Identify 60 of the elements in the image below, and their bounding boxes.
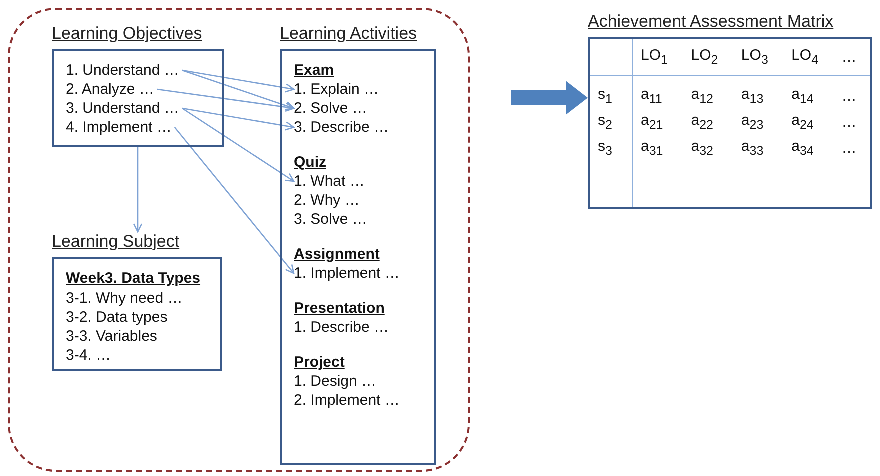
matrix-cell-text: a$_{32}$	[690, 137, 714, 160]
list-item: 2. Analyze …	[66, 80, 154, 99]
box-heading: Learning Objectives	[52, 24, 202, 44]
matrix-cell-text: …	[840, 138, 858, 158]
arrow	[174, 127, 295, 274]
section-heading: Project	[294, 353, 345, 372]
matrix-cell: …	[834, 39, 870, 76]
matrix-cell-text: …	[840, 112, 858, 132]
section-heading: Exam	[294, 61, 334, 80]
list-item: 2. Why …	[294, 191, 360, 210]
dashed-group-outline	[8, 8, 470, 472]
list-item: 1. Design …	[294, 372, 377, 391]
list-item: 3-1. Why need …	[66, 290, 183, 307]
arrow	[157, 88, 295, 112]
list-item: 3-2. Data types	[66, 309, 168, 326]
subject-heading: Week3. Data Types	[66, 269, 201, 288]
list-item: 3-3. Variables	[66, 328, 158, 345]
matrix-cell: a$_{21}$	[632, 109, 684, 135]
arrow	[182, 70, 295, 110]
matrix-cell: a$_{12}$	[683, 76, 734, 109]
matrix-cell: LO$_{3}$	[733, 39, 784, 76]
matrix-cell: a$_{13}$	[733, 76, 784, 109]
list-item: 1. Implement …	[294, 264, 400, 283]
box-heading: Learning Activities	[280, 24, 418, 44]
list-item: 1. Explain …	[294, 80, 380, 99]
matrix-cell-text: a$_{34}$	[790, 137, 815, 160]
matrix-cell-text: a$_{33}$	[740, 137, 765, 160]
section-heading: Quiz	[294, 153, 326, 172]
list-item: 1. What …	[294, 172, 365, 191]
arrow	[182, 108, 295, 182]
section-heading: Presentation	[294, 299, 385, 318]
box-heading: Learning Subject	[52, 232, 180, 252]
list-item: 3. Describe …	[294, 118, 390, 137]
matrix-cell: s$_{1}$	[590, 76, 632, 109]
matrix-cell: s$_{3}$	[590, 135, 632, 161]
section-heading: Assignment	[294, 245, 380, 264]
matrix-cell: …	[834, 76, 870, 109]
list-item: 1. Understand …	[66, 61, 180, 80]
list-item: 3. Solve …	[294, 210, 368, 229]
matrix-cell: a$_{14}$	[784, 76, 834, 109]
list-item: 2. Implement …	[294, 391, 400, 410]
list-item: 2. Solve …	[294, 99, 368, 118]
matrix-cell: a$_{31}$	[632, 135, 684, 161]
list-item: 3-4. …	[66, 347, 112, 364]
matrix-cell-text: a$_{23}$	[740, 111, 765, 134]
matrix-cell: s$_{2}$	[590, 109, 632, 135]
matrix-cell-text: a$_{22}$	[690, 111, 714, 134]
matrix-cell-text: a$_{24}$	[790, 111, 815, 134]
box-heading: Achievement Assessment Matrix	[588, 12, 834, 32]
matrix-cell: LO$_{1}$	[632, 39, 684, 76]
matrix-cell: LO$_{2}$	[683, 39, 734, 76]
block-arrow	[511, 81, 588, 115]
list-item: 3. Understand …	[66, 99, 180, 118]
list-item: 1. Describe …	[294, 318, 390, 337]
arrow	[182, 70, 295, 93]
arrow	[182, 108, 295, 131]
list-item: 4. Implement …	[66, 118, 172, 137]
matrix-cell: a$_{11}$	[632, 76, 684, 109]
arrow	[133, 147, 143, 233]
matrix-cell: LO$_{4}$	[784, 39, 834, 76]
